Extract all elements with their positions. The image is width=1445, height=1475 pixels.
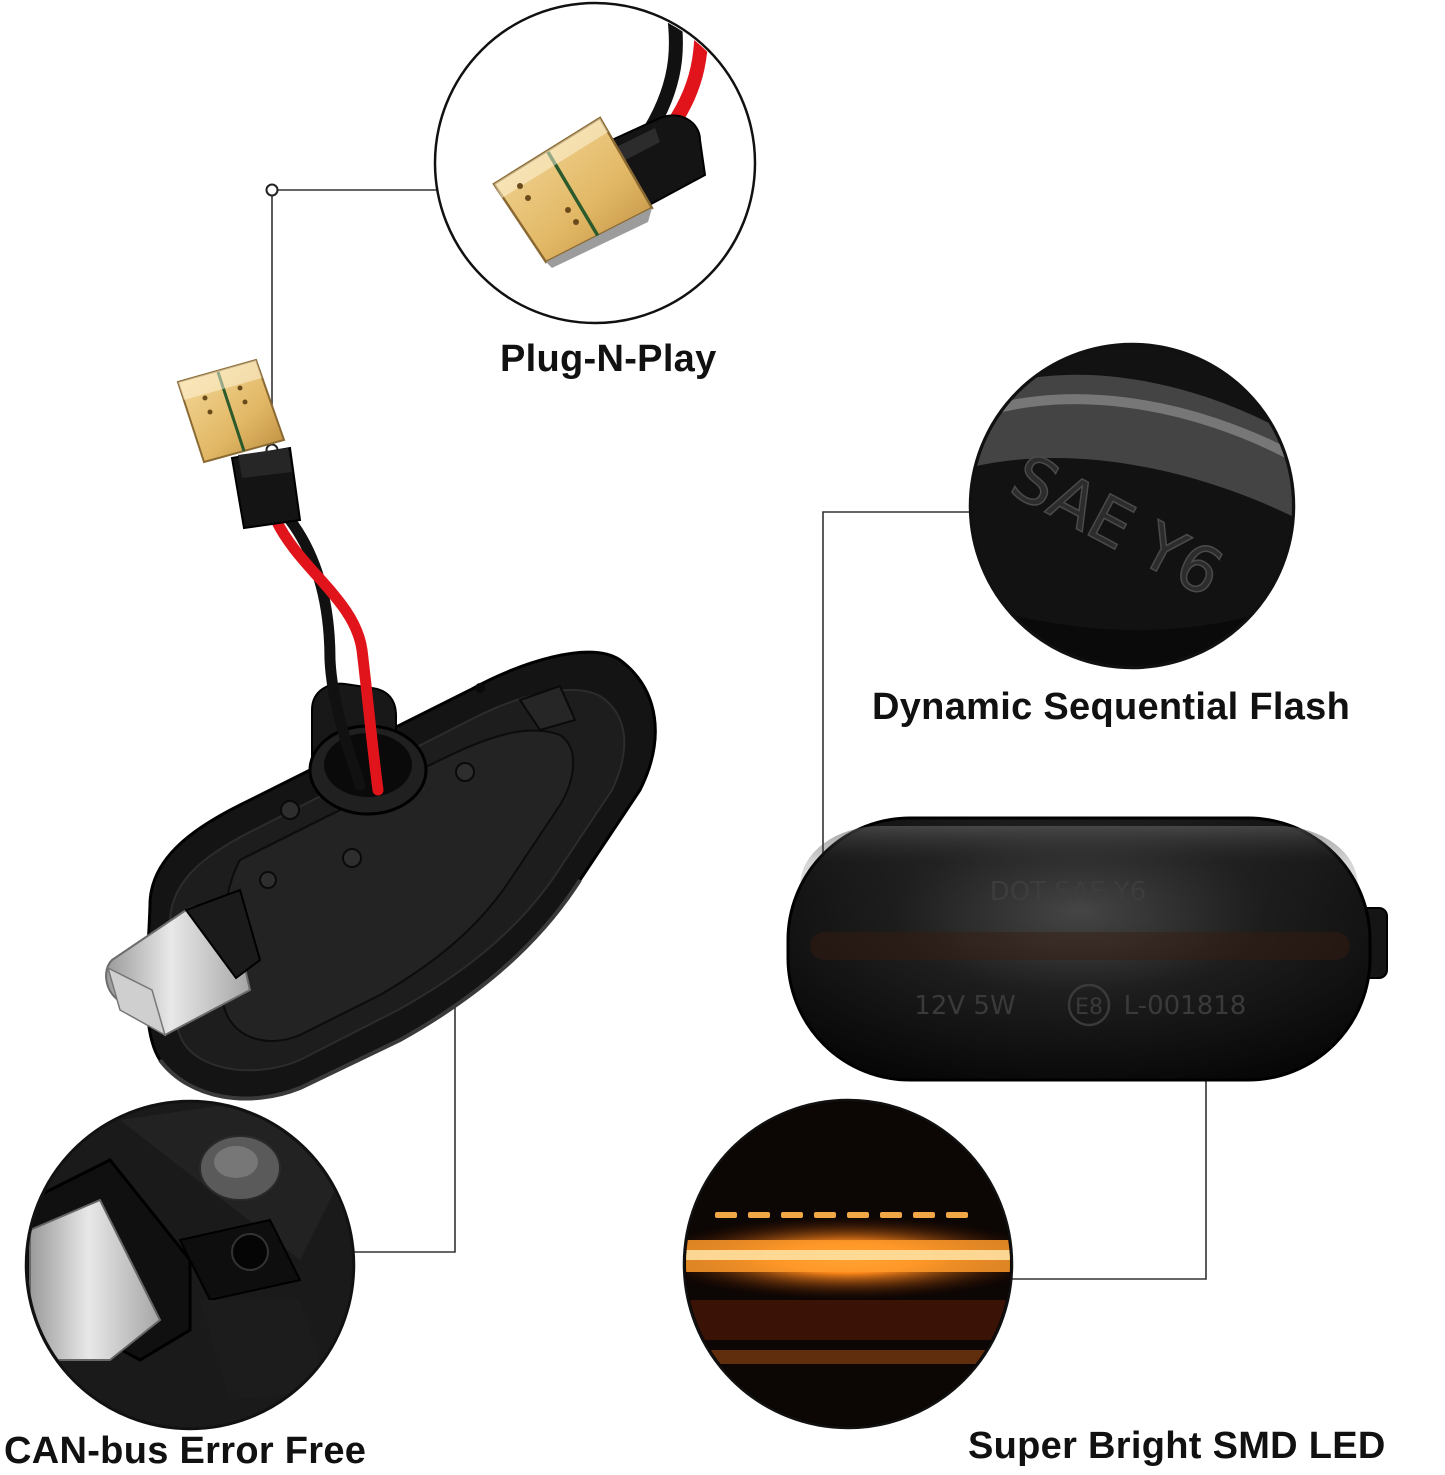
wire-harness: [270, 514, 384, 796]
housing-back-view: [105, 650, 657, 1101]
closeup-amber-led: [682, 1098, 1014, 1430]
feature-label-super-bright-smd-led: Super Bright SMD LED: [968, 1425, 1386, 1467]
closeup-plug-n-play: [433, 1, 757, 325]
led-segments: [715, 1212, 968, 1218]
feature-label-canbus-error-free: CAN-bus Error Free: [4, 1430, 367, 1472]
lens-marking-emark: E8: [1075, 995, 1103, 1020]
lens-marking-code: L-001818: [1124, 991, 1247, 1021]
lens-marking-voltage: 12V 5W: [914, 991, 1015, 1021]
callout-plug-line: [271, 189, 437, 450]
lens-marking-line1: DOT SAE Y6: [990, 877, 1147, 907]
callout-dot-plug-top: [265, 183, 279, 197]
callout-dyn-line: [822, 511, 970, 935]
connector-plug-left: [176, 358, 302, 530]
feature-label-dynamic-sequential-flash: Dynamic Sequential Flash: [872, 686, 1351, 728]
feature-label-plug-n-play: Plug-N-Play: [500, 338, 717, 380]
lens-front-view: DOT SAE Y6 12V 5W E8 L-001818: [786, 816, 1388, 1082]
closeup-housing-clip: [24, 1099, 356, 1431]
closeup-lens-texture: SAE Y6: [968, 342, 1296, 670]
